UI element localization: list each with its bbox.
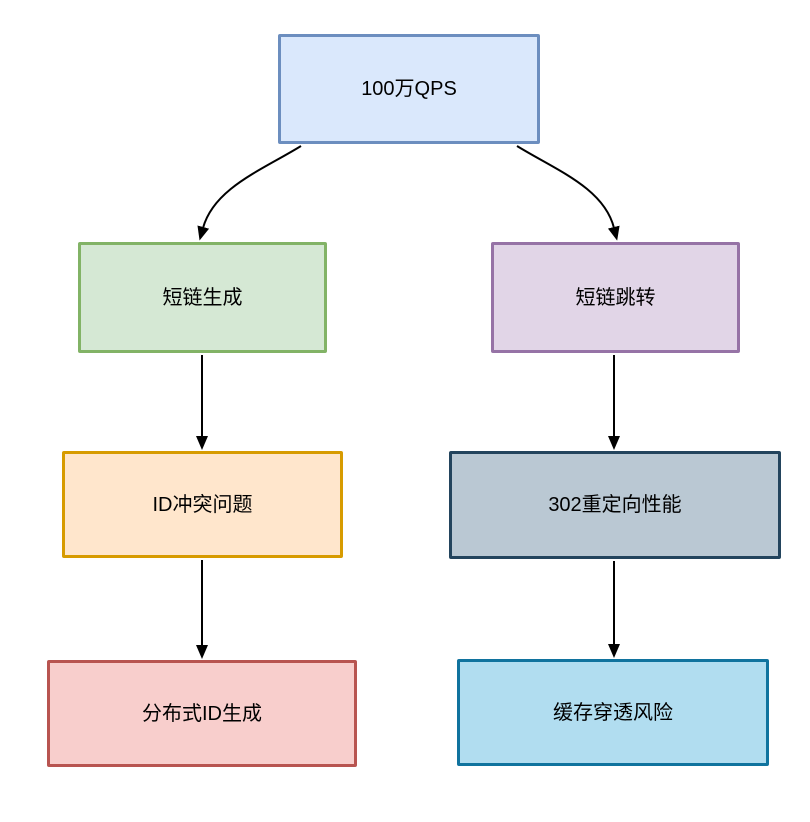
node-id-conflict: ID冲突问题: [62, 451, 343, 558]
node-302-redirect-performance-label: 302重定向性能: [548, 494, 682, 516]
node-distributed-id-generate: 分布式ID生成: [47, 660, 357, 767]
node-302-redirect-performance: 302重定向性能: [449, 451, 781, 559]
node-qps: 100万QPS: [278, 34, 540, 144]
node-shortlink-redirect: 短链跳转: [491, 242, 740, 353]
node-cache-penetration-risk-label: 缓存穿透风险: [553, 701, 673, 724]
node-distributed-id-generate-label: 分布式ID生成: [142, 702, 262, 725]
node-shortlink-generate: 短链生成: [78, 242, 327, 353]
edge-qps-to-redirect: [516, 145, 620, 241]
edge-qps-to-generate: [197, 145, 302, 241]
node-shortlink-generate-label: 短链生成: [162, 286, 243, 309]
node-shortlink-redirect-label: 短链跳转: [575, 286, 656, 309]
node-qps-label: 100万QPS: [361, 78, 457, 100]
node-id-conflict-label: ID冲突问题: [152, 493, 253, 516]
node-cache-penetration-risk: 缓存穿透风险: [457, 659, 769, 766]
